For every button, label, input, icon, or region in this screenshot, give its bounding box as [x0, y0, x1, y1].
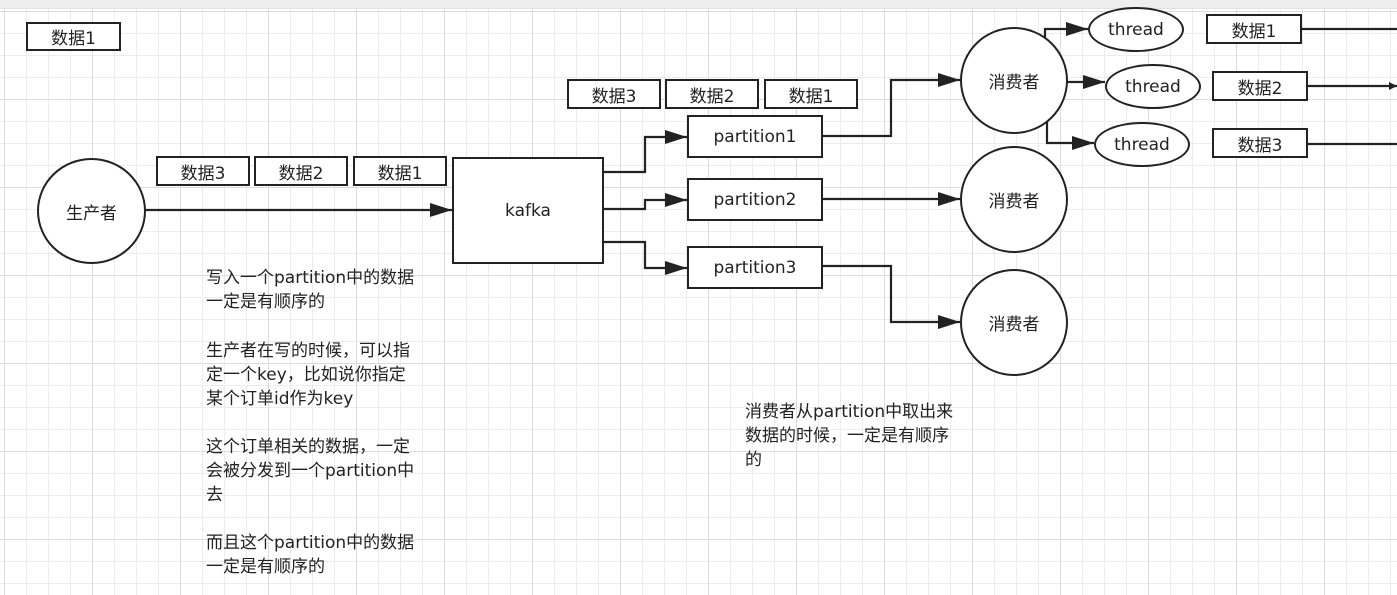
thread-label: thread — [1108, 19, 1164, 40]
data-box-top[interactable]: 数据1 — [26, 22, 121, 51]
edge-kafka-partition2 — [603, 193, 687, 211]
producer-note-partition-order: 而且这个partition中的数据 一定是有顺序的 — [206, 533, 415, 577]
producer-note-key: 生产者在写的时候，可以指 定一个key，比如说你指定 某个订单id作为key — [206, 341, 410, 409]
edge-partition3-consumer3 — [822, 264, 960, 329]
producer-queue-item[interactable]: 数据2 — [254, 156, 348, 186]
thread-label: thread — [1114, 134, 1170, 155]
queue-item-label: 数据2 — [278, 163, 324, 184]
thread-node-3[interactable]: thread — [1094, 122, 1190, 167]
kafka-broker-node[interactable]: kafka — [452, 157, 604, 264]
producer-label: 生产者 — [66, 203, 117, 224]
thread-data-label: 数据2 — [1237, 78, 1283, 99]
diagram-canvas[interactable] — [0, 9, 1397, 595]
thread-data-box-1[interactable]: 数据1 — [1206, 14, 1302, 44]
partition-node-3[interactable]: partition3 — [687, 246, 823, 289]
thread-data-box-3[interactable]: 数据3 — [1212, 128, 1308, 158]
consumer-label: 消费者 — [988, 315, 1040, 335]
data-box-label: 数据1 — [51, 29, 96, 49]
edge-kafka-partition3 — [603, 240, 687, 275]
consumer-label: 消费者 — [988, 192, 1040, 212]
kafka-label: kafka — [505, 200, 551, 221]
partition-queue-item[interactable]: 数据2 — [665, 79, 759, 109]
consumer-node-3[interactable]: 消费者 — [960, 269, 1068, 376]
producer-note-ordering: 写入一个partition中的数据 一定是有顺序的 — [206, 268, 415, 312]
thread-data-label: 数据3 — [1237, 135, 1283, 156]
queue-item-label: 数据3 — [180, 163, 226, 184]
producer-queue-item[interactable]: 数据3 — [156, 156, 250, 186]
producer-node[interactable]: 生产者 — [37, 158, 146, 264]
queue-item-label: 数据3 — [591, 86, 637, 107]
consumer-label: 消费者 — [988, 73, 1040, 93]
thread-node-1[interactable]: thread — [1088, 7, 1184, 52]
edge-partition1-consumer1 — [822, 73, 960, 138]
consumer-node-1[interactable]: 消费者 — [960, 27, 1068, 134]
thread-data-label: 数据1 — [1231, 21, 1277, 42]
producer-queue-item[interactable]: 数据1 — [353, 156, 447, 186]
partition-label: partition2 — [713, 189, 797, 210]
partition-label: partition1 — [713, 126, 797, 147]
thread-node-2[interactable]: thread — [1105, 64, 1201, 109]
partition-queue-item[interactable]: 数据1 — [764, 79, 858, 109]
producer-note-dispatch: 这个订单相关的数据，一定 会被分发到一个partition中 去 — [206, 437, 415, 505]
queue-item-label: 数据2 — [689, 86, 735, 107]
thread-data-box-2[interactable]: 数据2 — [1212, 71, 1308, 101]
queue-item-label: 数据1 — [377, 163, 423, 184]
partition-node-2[interactable]: partition2 — [687, 178, 823, 221]
consumer-node-2[interactable]: 消费者 — [960, 146, 1068, 253]
top-toolbar-strip — [0, 0, 1397, 9]
queue-item-label: 数据1 — [788, 86, 834, 107]
edge-consumer-thread1 — [1043, 22, 1088, 42]
edge-kafka-partition1 — [603, 130, 687, 174]
consumer-note: 消费者从partition中取出来 数据的时候，一定是有顺序 的 — [745, 402, 954, 470]
partition-node-1[interactable]: partition1 — [687, 115, 823, 158]
partition-queue-item[interactable]: 数据3 — [567, 79, 661, 109]
partition-label: partition3 — [713, 257, 797, 278]
edge-consumer-thread3 — [1045, 121, 1094, 150]
thread-label: thread — [1125, 76, 1181, 97]
